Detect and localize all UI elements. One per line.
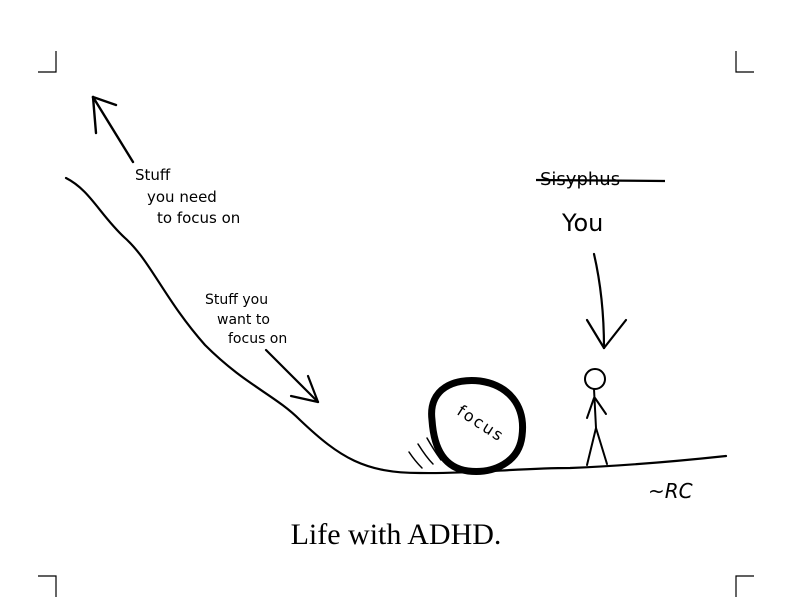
crop-mark-bottom-right: [735, 575, 754, 597]
boulder-outline: [428, 377, 527, 475]
stick-figure-head: [584, 368, 606, 390]
crop-marks: [38, 51, 754, 597]
stick-figure: [584, 368, 608, 466]
signature: ~RC: [648, 479, 693, 503]
arrow-down-right-icon: [264, 348, 320, 404]
caption: Life with ADHD.: [291, 518, 502, 551]
arrow-down-icon: [585, 252, 628, 350]
label-sisyphus-crossed: Sisyphus: [535, 169, 666, 190]
stick-figure-body: [593, 388, 597, 429]
crop-mark-top-left: [38, 51, 57, 73]
crop-mark-top-right: [735, 51, 754, 73]
crop-mark-bottom-left: [38, 575, 57, 597]
boulder: focus: [428, 377, 527, 475]
strikethrough-line: [535, 178, 666, 183]
label-stuff-want: Stuff you want to focus on: [205, 292, 287, 347]
motion-lines: [408, 437, 442, 469]
arrow-up-left-icon: [91, 95, 135, 164]
hill-slope: [64, 176, 728, 475]
label-stuff-need: Stuff you need to focus on: [135, 166, 240, 227]
label-you: You: [561, 209, 603, 237]
